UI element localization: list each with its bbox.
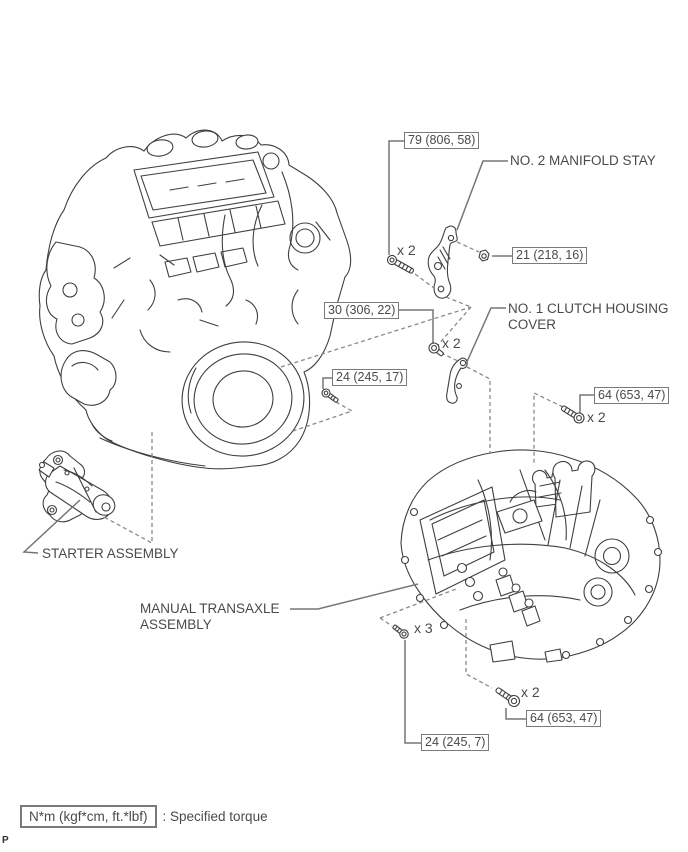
dashed-guide-lines <box>103 241 564 689</box>
bolt-icon-24-7 <box>392 624 409 639</box>
quantity-label-transaxle-lower: x 2 <box>521 684 540 700</box>
bolt-icon-64-lower <box>495 687 521 708</box>
part-label-line: MANUAL TRANSAXLE <box>140 601 280 616</box>
transaxle-illustration <box>400 449 663 663</box>
part-label-line: COVER <box>508 317 557 332</box>
torque-callout-stay-lower-bolt: 30 (306, 22) <box>324 302 400 319</box>
clutch-housing-cover-illustration <box>446 357 468 404</box>
engine-illustration <box>38 129 352 470</box>
torque-callout-manifold-stay-nut: 21 (218, 16) <box>512 247 588 264</box>
nut-icon-21 <box>478 249 490 262</box>
bolt-icon-64-upper <box>560 405 585 424</box>
quantity-label-stay-lower-bolt: x 2 <box>442 335 461 351</box>
torque-callout-engine-side-bolt: 24 (245, 17) <box>332 369 408 386</box>
torque-callout-manifold-stay-bolt: 79 (806, 58) <box>404 132 480 149</box>
starter-illustration <box>38 450 116 523</box>
bolt-icon-24-17 <box>321 388 339 403</box>
part-label-starter-assembly: STARTER ASSEMBLY <box>42 546 179 561</box>
part-label-manual-transaxle: MANUAL TRANSAXLE ASSEMBLY <box>140 601 280 633</box>
part-label-manifold-stay: NO. 2 MANIFOLD STAY <box>510 153 656 168</box>
bolt-icon-30 <box>428 342 444 357</box>
quantity-label-stay-bolt: x 2 <box>397 242 416 258</box>
torque-unit-box: N*m (kgf*cm, ft.*lbf) <box>20 805 157 828</box>
torque-callout-transaxle-small-bolts: 24 (245, 7) <box>421 734 490 751</box>
part-label-line: NO. 1 CLUTCH HOUSING <box>508 301 669 316</box>
torque-callout-transaxle-upper-bolts: 64 (653, 47) <box>594 387 670 404</box>
manifold-stay-illustration <box>427 225 458 299</box>
page-footer-mark: P <box>2 835 9 846</box>
torque-callout-transaxle-lower-bolts: 64 (653, 47) <box>526 710 602 727</box>
torque-legend-description: : Specified torque <box>162 809 268 824</box>
bolt-icon-79 <box>386 254 415 274</box>
callout-leader-lines <box>22 140 595 744</box>
part-label-line: ASSEMBLY <box>140 617 212 632</box>
part-label-clutch-housing-cover: NO. 1 CLUTCH HOUSING COVER <box>508 301 669 333</box>
quantity-label-transaxle-small: x 3 <box>414 620 433 636</box>
torque-legend: N*m (kgf*cm, ft.*lbf) : Specified torque <box>20 805 268 828</box>
quantity-label-transaxle-upper: x 2 <box>587 409 606 425</box>
